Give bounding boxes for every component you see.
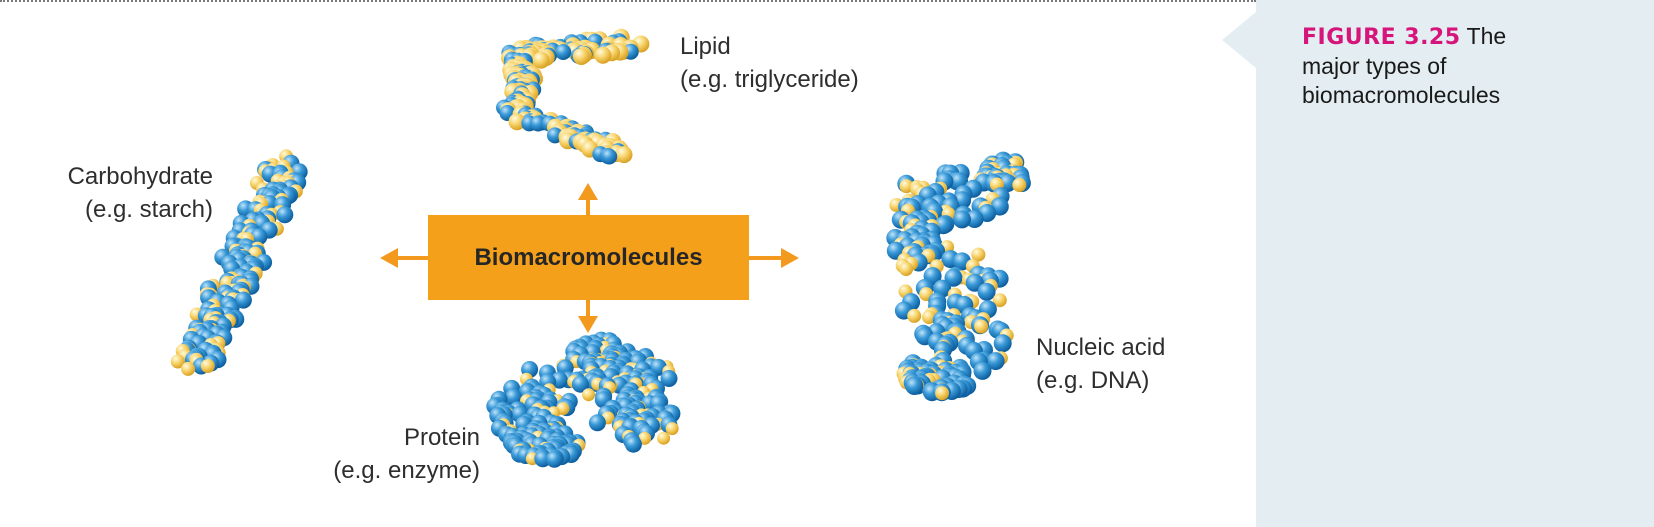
yellow-atom bbox=[971, 247, 986, 262]
arrow-right bbox=[749, 248, 799, 268]
blue-atom bbox=[624, 435, 642, 453]
yellow-atom bbox=[899, 262, 914, 276]
lipid-name: Lipid bbox=[680, 33, 731, 60]
lipid-label: Lipid (e.g. triglyceride) bbox=[680, 30, 859, 96]
blue-atom bbox=[660, 370, 678, 387]
caption-pointer bbox=[1222, 12, 1256, 68]
yellow-atom bbox=[665, 422, 679, 436]
yellow-atom bbox=[582, 388, 596, 402]
top-dotted-rule bbox=[0, 0, 1256, 2]
carbohydrate-label: Carbohydrate (e.g. starch) bbox=[20, 160, 213, 226]
blue-atom bbox=[993, 334, 1012, 353]
protein-example: (e.g. enzyme) bbox=[333, 457, 480, 484]
yellow-atom bbox=[532, 51, 550, 69]
yellow-atom bbox=[1012, 178, 1027, 192]
blue-atom bbox=[953, 210, 971, 229]
blue-atom bbox=[986, 352, 1005, 371]
caption-sidebar bbox=[1256, 0, 1654, 527]
figure-caption: FIGURE 3.25 The major types of biomacrom… bbox=[1302, 22, 1542, 110]
protein-name: Protein bbox=[403, 424, 480, 451]
lipid-molecule-illustration bbox=[496, 28, 650, 165]
blue-atom bbox=[588, 414, 606, 432]
figure-label: FIGURE 3.25 bbox=[1302, 25, 1461, 50]
lipid-example: (e.g. triglyceride) bbox=[680, 66, 859, 93]
yellow-atom bbox=[907, 308, 922, 323]
blue-atom bbox=[973, 361, 992, 380]
carbohydrate-example: (e.g. starch) bbox=[84, 196, 213, 223]
blue-atom bbox=[977, 282, 996, 301]
blue-atom bbox=[965, 210, 984, 228]
yellow-atom bbox=[657, 431, 671, 445]
blue-atom bbox=[944, 268, 963, 287]
blue-atom bbox=[250, 228, 268, 246]
blue-atom bbox=[530, 115, 547, 132]
biomacromolecule-diagram bbox=[170, 28, 1031, 468]
nucleic-acid-label: Nucleic acid (e.g. DNA) bbox=[1036, 331, 1165, 397]
yellow-atom bbox=[572, 48, 590, 65]
nucleic-acid-example: (e.g. DNA) bbox=[1036, 367, 1150, 394]
arrow-down bbox=[578, 300, 598, 333]
yellow-atom bbox=[181, 361, 196, 376]
yellow-atom bbox=[899, 179, 914, 194]
yellow-atom bbox=[922, 310, 936, 325]
yellow-atom bbox=[992, 293, 1007, 308]
protein-molecule-illustration bbox=[486, 331, 681, 468]
yellow-atom bbox=[594, 46, 612, 64]
blue-atom bbox=[276, 206, 294, 224]
blue-atom bbox=[555, 44, 572, 60]
nucleic-acid-molecule-illustration bbox=[886, 151, 1031, 402]
yellow-atom bbox=[200, 359, 215, 373]
yellow-atom bbox=[508, 113, 526, 131]
blue-atom bbox=[545, 450, 563, 468]
yellow-atom bbox=[615, 146, 633, 164]
blue-atom bbox=[234, 291, 252, 309]
yellow-atom bbox=[170, 354, 185, 369]
carbohydrate-molecule-illustration bbox=[170, 149, 308, 376]
arrow-left bbox=[380, 248, 428, 268]
blue-atom bbox=[905, 377, 924, 395]
nucleic-acid-name: Nucleic acid bbox=[1036, 334, 1166, 361]
carbohydrate-name: Carbohydrate bbox=[67, 163, 213, 190]
arrow-up bbox=[578, 183, 598, 215]
biomacromolecules-label: Biomacromolecules bbox=[474, 243, 703, 271]
figure-caption-text: The major types of biomacromolecules bbox=[1302, 23, 1507, 108]
biomacromolecules-box: Biomacromolecules bbox=[428, 215, 749, 300]
yellow-atom bbox=[935, 386, 950, 401]
blue-atom bbox=[571, 375, 589, 393]
blue-atom bbox=[601, 148, 618, 165]
protein-label: Protein (e.g. enzyme) bbox=[300, 421, 480, 487]
yellow-atom bbox=[974, 319, 989, 334]
arrows-group bbox=[380, 183, 799, 333]
